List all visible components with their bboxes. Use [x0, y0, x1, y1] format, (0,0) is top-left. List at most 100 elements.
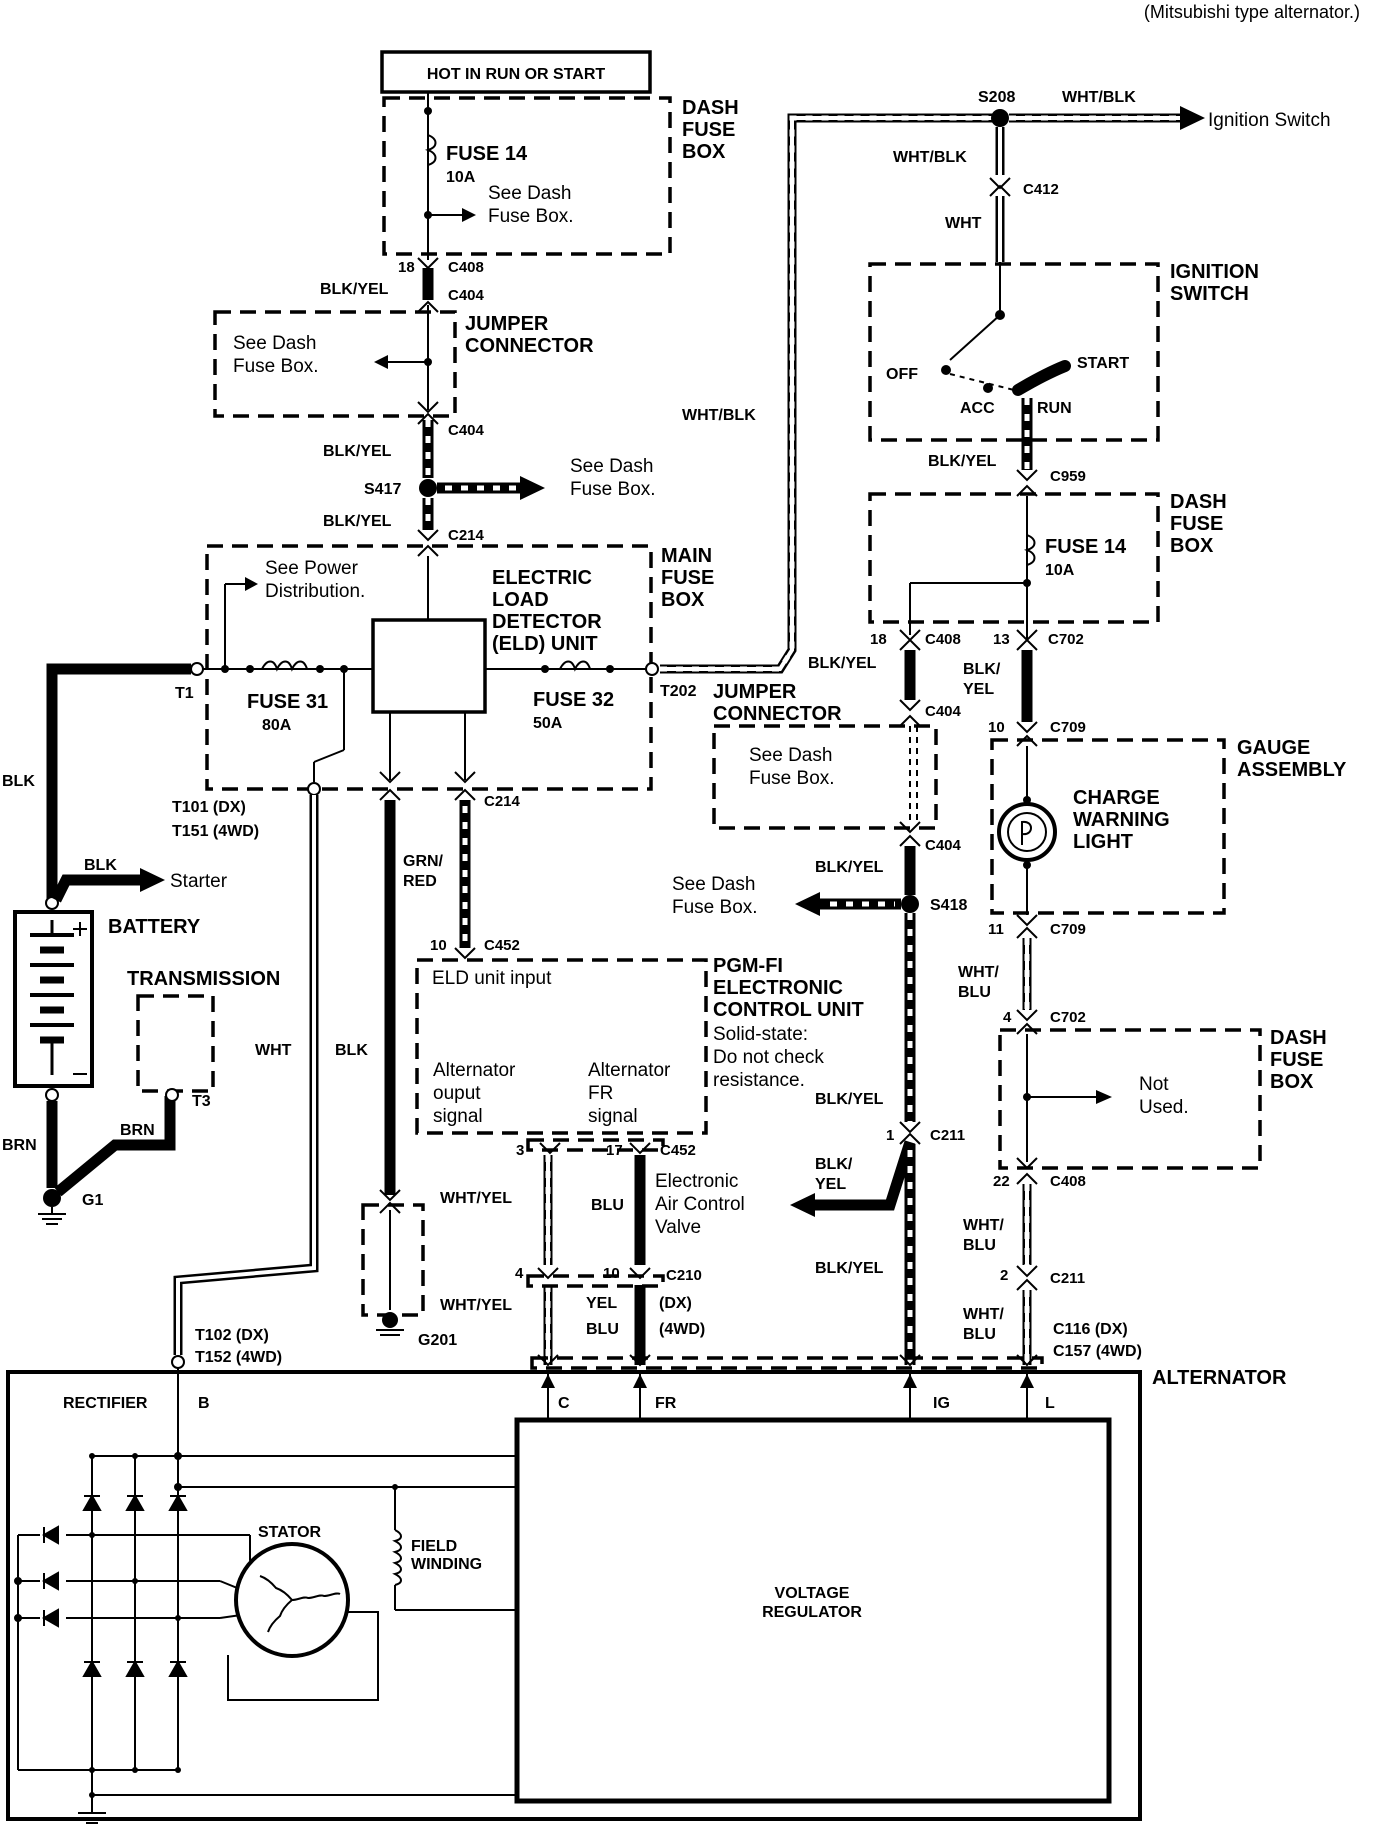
c452-top: C452: [484, 937, 520, 954]
t101-label: T101 (DX): [172, 799, 246, 816]
svg-text:DASH: DASH: [682, 97, 739, 119]
transmission-box: [136, 994, 215, 1093]
c214-top: C214: [448, 527, 485, 544]
c-label: C: [558, 1395, 570, 1412]
blu-label: BLU: [591, 1197, 624, 1214]
ignition-switch-arm: [949, 314, 1001, 361]
g201-box: [361, 1203, 425, 1317]
svg-text:BOX: BOX: [1270, 1071, 1314, 1093]
svg-text:DASH: DASH: [1170, 491, 1227, 513]
svg-text:FIELD: FIELD: [411, 1538, 457, 1555]
svg-text:ASSEMBLY: ASSEMBLY: [1237, 759, 1347, 781]
c709-b: C709: [1050, 921, 1086, 938]
c210-pin4: 4: [515, 1265, 524, 1282]
ignition-switch-box: [868, 262, 1160, 442]
wht-blu-c: WHT/: [963, 1306, 1004, 1323]
dash-fuse-box-top-title: DASH FUSE BOX: [682, 97, 739, 163]
arrow-icon: [795, 892, 820, 916]
wht-yel-2: WHT/YEL: [440, 1297, 512, 1314]
hot-in-run-box: [380, 50, 652, 94]
eld-input: ELD unit input: [432, 968, 552, 989]
c452-bot: C452: [660, 1142, 696, 1159]
c210-connector: [526, 1274, 665, 1288]
s208-label: S208: [978, 89, 1015, 106]
eld-unit-title: ELECTRIC LOAD DETECTOR (ELD) UNIT: [492, 567, 602, 655]
blk-label-left: BLK: [2, 773, 35, 790]
wht-blu-a-2: BLU: [958, 984, 991, 1001]
ig-label: IG: [933, 1395, 950, 1412]
see-dash-top-2: Fuse Box.: [488, 206, 574, 227]
ecu-pin10: 10: [430, 937, 447, 954]
ground-g201-icon: [376, 1329, 404, 1336]
c404-right-a: C404: [925, 703, 962, 720]
fuse14-top-symbol: [424, 134, 437, 166]
svg-text:FUSE: FUSE: [1170, 513, 1223, 535]
dash-fuse-box-right: [868, 492, 1160, 624]
s418-see: See Dash: [672, 874, 755, 895]
blk-mid-label: BLK: [335, 1042, 368, 1059]
svg-text:SWITCH: SWITCH: [1170, 283, 1249, 305]
fuse32-symbol: [559, 660, 591, 672]
svg-text:LIGHT: LIGHT: [1073, 831, 1133, 853]
arrow-icon: [462, 208, 476, 222]
blk-yel-top-3: BLK/YEL: [323, 513, 392, 530]
arrow-icon: [1180, 106, 1205, 130]
pin1-c211: 1: [886, 1127, 894, 1144]
c412-label: C412: [1023, 181, 1059, 198]
wire-blk-battery: [46, 663, 191, 900]
wd4-label: (4WD): [659, 1321, 705, 1338]
see-dash-top: See Dash: [488, 183, 571, 204]
ign-run: RUN: [1037, 400, 1072, 417]
blk-yel-d: BLK/YEL: [815, 859, 884, 876]
eld-unit: [371, 618, 487, 714]
battery-cells: [30, 920, 87, 1075]
pin4-right: 4: [1003, 1009, 1012, 1026]
charge-warning-title: CHARGE WARNING LIGHT: [1073, 787, 1170, 853]
blk-yel-b: BLK/YEL: [808, 655, 877, 672]
jumper-connector-top-title: JUMPER CONNECTOR: [465, 313, 594, 357]
svg-text:DETECTOR: DETECTOR: [492, 611, 602, 633]
jumper-see-dash: See Dash: [233, 333, 316, 354]
svg-text:LOAD: LOAD: [492, 589, 549, 611]
svg-text:CONTROL UNIT: CONTROL UNIT: [713, 999, 864, 1021]
fuse14-right-amp: 10A: [1045, 562, 1075, 579]
svg-text:FUSE: FUSE: [682, 119, 735, 141]
pin2-right: 2: [1000, 1267, 1008, 1284]
splice-s417: [419, 479, 437, 497]
fuse31-label: FUSE 31: [247, 691, 328, 713]
t3-label: T3: [192, 1093, 211, 1110]
s417-label: S417: [364, 481, 401, 498]
wht-label-right: WHT: [945, 215, 982, 232]
pgm-fi-ecu: [415, 958, 708, 1135]
svg-text:Do not check: Do not check: [713, 1047, 824, 1068]
transmission-label: TRANSMISSION: [127, 968, 280, 990]
pin18-right: 18: [870, 631, 887, 648]
blk-yel-a: BLK/YEL: [928, 453, 997, 470]
header-note: (Mitsubishi type alternator.): [1144, 2, 1360, 22]
c404-top-b: C404: [448, 422, 485, 439]
blk-yel-top-2: BLK/YEL: [323, 443, 392, 460]
arrow-icon: [1096, 1090, 1112, 1104]
svg-text:BOX: BOX: [682, 141, 726, 163]
svg-text:DASH: DASH: [1270, 1027, 1327, 1049]
stator-label: STATOR: [258, 1524, 322, 1541]
not-used: Not: [1139, 1074, 1169, 1095]
starter-label: Starter: [170, 871, 228, 892]
svg-text:ELECTRIC: ELECTRIC: [492, 567, 592, 589]
svg-text:Valve: Valve: [655, 1217, 701, 1238]
eacv-label: Electronic Air Control Valve: [655, 1171, 745, 1238]
wht-label: WHT: [255, 1042, 292, 1059]
wire-brn-transmission: [54, 1096, 176, 1197]
gauge-assembly-title: GAUGE ASSEMBLY: [1237, 737, 1347, 781]
c404-right-b: C404: [925, 837, 962, 854]
wire-eacv: [815, 1140, 916, 1211]
splice-s418: [901, 895, 919, 913]
s418-see-2: Fuse Box.: [672, 897, 758, 918]
jumper-connector-right: [712, 724, 938, 830]
svg-text:Electronic: Electronic: [655, 1171, 738, 1192]
svg-text:CONNECTOR: CONNECTOR: [713, 703, 842, 725]
c702-b: C702: [1050, 1009, 1086, 1026]
svg-text:WARNING: WARNING: [1073, 809, 1170, 831]
rectifier-network: [14, 1368, 517, 1796]
fuse32-label: FUSE 32: [533, 689, 614, 711]
